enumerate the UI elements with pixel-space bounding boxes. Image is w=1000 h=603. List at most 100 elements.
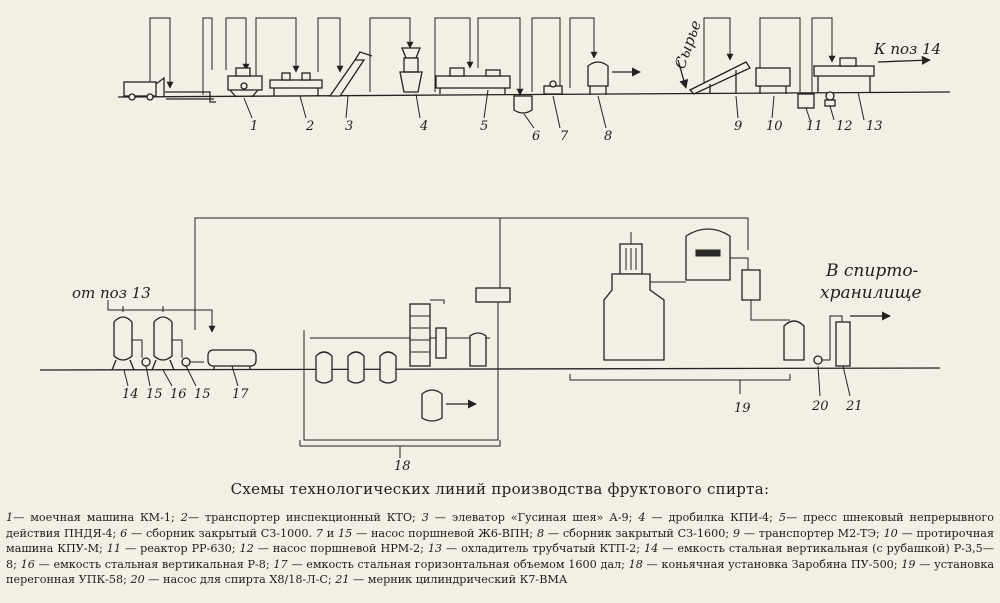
legend-text: — сборник закрытый СЗ-1600; [544, 526, 733, 540]
legend-number: 4 [638, 511, 646, 524]
legend-number: 8 [536, 526, 545, 540]
legend-number: 18 [628, 557, 643, 571]
vertical-tank-16 [151, 306, 175, 371]
legend-number: 7 [315, 526, 323, 540]
wiping-machine-kpum [755, 67, 791, 94]
legend-text: — реактор РР-630; [121, 542, 240, 555]
water-pipe-13 [811, 17, 836, 92]
outlet-line [750, 300, 790, 321]
water-pipe-9 [531, 17, 561, 92]
water-pipe-3 [225, 17, 250, 71]
pos-num-4: 4 [419, 119, 428, 134]
column-trays [410, 315, 430, 353]
conveyor-m2te [688, 61, 751, 95]
top-header-pipe [194, 217, 749, 330]
water-pipe-1 [149, 17, 174, 89]
legend-text: — сборник закрытый СЗ-1000. [127, 526, 316, 540]
legend-number: 10 [883, 526, 898, 540]
legend-text: и [322, 526, 338, 540]
washing-machine-km1 [227, 67, 263, 98]
installation-frame [303, 300, 499, 441]
legend-text: — транспортер М2-ТЭ; [740, 526, 884, 540]
legend-number: 12 [239, 542, 254, 555]
piston-pump-7 [543, 80, 563, 95]
legend-text: — емкость стальная вертикальная (с рубаш… [6, 542, 994, 571]
pos-num-20: 20 [811, 399, 829, 414]
pos-num-5: 5 [480, 119, 488, 134]
bracket-19 [569, 374, 791, 394]
legend-number: 16 [20, 557, 35, 571]
legend-text: — мерник цилиндрический К7-ВМА [349, 573, 568, 586]
legend-number: 1 [6, 511, 14, 524]
legend-text: — насос поршневой Ж6-ВПН; [352, 526, 537, 540]
to-storage-label-1: В спирто- [825, 261, 919, 281]
legend-number: 13 [427, 542, 443, 555]
spirit-pump-20 [813, 355, 823, 365]
feed-pipe [165, 91, 216, 103]
pos-num-10: 10 [766, 119, 783, 134]
pump-pipes [132, 339, 204, 363]
pos-num-16: 16 [170, 387, 187, 402]
collector-sz1000 [513, 95, 533, 114]
receiver [469, 332, 487, 367]
pos-num-19: 19 [734, 401, 751, 416]
legend-number: 5 [778, 511, 786, 524]
pump-15-b [181, 357, 191, 367]
to-storage-label-2: хранилище [820, 283, 922, 303]
bottom-floor-line [39, 367, 941, 371]
condenser [435, 327, 447, 359]
pos-num-1: 1 [250, 119, 258, 134]
collector-sz1600 [587, 61, 609, 95]
piston-pump-nrm2 [824, 91, 836, 107]
legend-text: — насос для спирта Х8/18-Л-С; [144, 573, 336, 586]
syrye-arrow [677, 59, 689, 89]
legend-text: — протирочная машина КПУ-М; [6, 526, 995, 556]
still-pot-1 [315, 351, 333, 384]
process-scheme-diagram: Сырье К поз 14 1 2 [39, 17, 951, 470]
water-pipe-4 [255, 17, 300, 86]
to-pos14-label: К поз 14 [873, 40, 941, 58]
legend-number: 2 [180, 511, 188, 524]
legend-number: 17 [273, 557, 288, 571]
figure-caption: Схемы технологических линий производства… [230, 480, 770, 498]
pos-num-6: 6 [532, 129, 540, 144]
bracket-18 [299, 440, 501, 458]
legend-number: 6 [120, 526, 128, 540]
pos-num-3: 3 [345, 119, 353, 134]
water-pipe-12 [759, 17, 801, 92]
water-pipe-6 [369, 17, 414, 92]
rectifier-column [409, 303, 431, 367]
cooler-19 [741, 269, 761, 301]
legend-text: — насос поршневой НРМ-2; [253, 542, 428, 555]
from-pos13-label: от поз 13 [72, 284, 151, 302]
top-floor-line [117, 91, 951, 98]
measuring-tank-21 [835, 321, 851, 367]
legend-text: — установка перегонная УПК-58; [6, 557, 994, 587]
bottom-line: от поз 13 [39, 217, 941, 470]
pos-num-14: 14 [122, 387, 139, 402]
pos-num-15-b: 15 [194, 387, 211, 402]
legend-text: — моечная машина КМ-1; [13, 511, 181, 524]
pressure-tank [475, 287, 511, 303]
leader-lines-top [243, 89, 865, 129]
legend-text: — дробилка КПИ-4; [645, 511, 779, 524]
reactor-rr630 [797, 93, 815, 109]
water-pipe-10 [569, 17, 598, 88]
to-storage-pipe [822, 315, 880, 361]
pos-num-18: 18 [394, 459, 411, 470]
raw-material-truck [123, 76, 165, 101]
leader-lines-bottom [123, 365, 239, 387]
cognac-installation-pu500 [303, 299, 499, 441]
still-pot-2 [347, 351, 365, 384]
elevator-goose-neck [328, 51, 373, 97]
inspection-conveyor-kto [269, 72, 323, 96]
distillate-tank [421, 389, 443, 422]
legend-number: 20 [130, 573, 145, 586]
legend-number: 11 [106, 542, 122, 555]
pos-num-2: 2 [305, 119, 314, 134]
legend-number: 19 [901, 557, 916, 571]
legend-number: 9 [732, 526, 741, 540]
legend-text: — емкость стальная горизонтальная объемо… [287, 557, 629, 571]
figure-legend: 1— моечная машина КМ-1; 2— транспортер и… [6, 510, 994, 588]
legend-number: 15 [337, 526, 353, 540]
